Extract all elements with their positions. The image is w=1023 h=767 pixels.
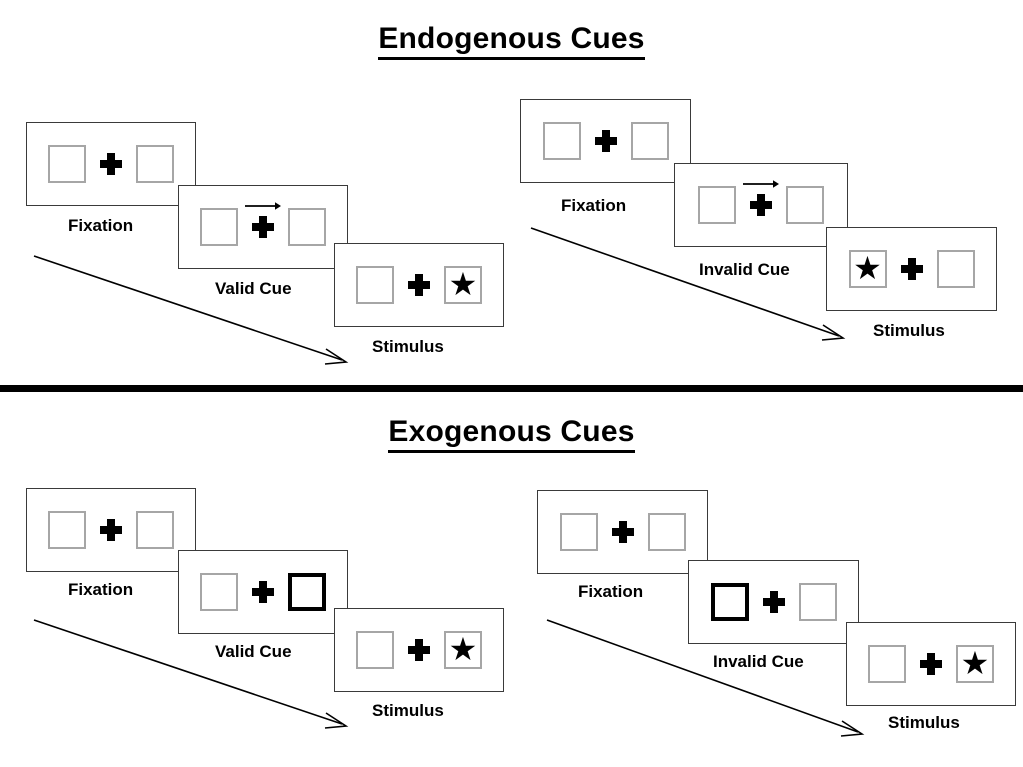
panel-content — [559, 513, 686, 551]
caption-exogenous-valid-fixation: Fixation — [68, 580, 134, 599]
caption-endogenous-valid-stimulus: Stimulus — [372, 337, 444, 356]
left-square[interactable] — [868, 645, 906, 683]
right-square[interactable] — [136, 511, 174, 549]
panel-endogenous-invalid-stimulus[interactable]: ★ — [826, 227, 997, 311]
section-divider — [0, 385, 1023, 392]
panel-endogenous-valid-fixation[interactable] — [26, 122, 196, 206]
arrow-right-icon — [245, 202, 281, 210]
fixation-cross-icon — [252, 581, 274, 603]
panel-endogenous-invalid-fixation[interactable] — [520, 99, 691, 183]
left-square[interactable] — [48, 145, 86, 183]
fixation-cross-icon — [408, 274, 430, 296]
panel-content — [200, 202, 326, 246]
left-square[interactable] — [698, 186, 736, 224]
right-square[interactable] — [288, 208, 326, 246]
caption-exogenous-valid-cue: Valid Cue — [215, 642, 292, 661]
panel-exogenous-invalid-stimulus[interactable]: ★ — [846, 622, 1016, 706]
fixation-cross-icon — [762, 591, 785, 613]
left-square[interactable] — [200, 208, 238, 246]
section-title-exogenous: Exogenous Cues — [0, 415, 1023, 453]
fixation-cross-icon — [920, 653, 942, 675]
section-title-endogenous-text: Endogenous Cues — [378, 22, 645, 60]
panel-content: ★ — [356, 631, 482, 669]
panel-exogenous-valid-cue[interactable] — [178, 550, 348, 634]
panel-exogenous-valid-fixation[interactable] — [26, 488, 196, 572]
sequence-arrow-endogenous-valid — [33, 255, 349, 365]
right-square[interactable] — [647, 513, 686, 551]
panel-content: ★ — [868, 645, 994, 683]
caption-endogenous-valid-cue: Valid Cue — [215, 279, 292, 298]
right-square[interactable] — [786, 186, 824, 224]
fixation-cross-icon — [743, 180, 779, 216]
caption-endogenous-invalid-stimulus: Stimulus — [873, 321, 945, 340]
right-square[interactable] — [136, 145, 174, 183]
panel-content — [200, 573, 326, 611]
right-square-cued[interactable] — [288, 573, 326, 611]
panel-endogenous-invalid-cue[interactable] — [674, 163, 848, 247]
right-square[interactable] — [798, 583, 837, 621]
fixation-cross-icon — [245, 202, 281, 238]
star-icon: ★ — [448, 266, 478, 302]
panel-content: ★ — [356, 266, 482, 304]
panel-content: ★ — [848, 250, 975, 288]
panel-endogenous-valid-stimulus[interactable]: ★ — [334, 243, 504, 327]
panel-endogenous-valid-cue[interactable] — [178, 185, 348, 269]
left-square[interactable] — [559, 513, 598, 551]
fixation-cross-icon — [900, 258, 923, 280]
panel-content — [698, 180, 824, 224]
sequence-arrow-exogenous-valid — [33, 619, 349, 729]
left-square[interactable]: ★ — [848, 250, 887, 288]
star-icon: ★ — [853, 250, 882, 286]
fixation-cross-icon — [408, 639, 430, 661]
left-square[interactable] — [48, 511, 86, 549]
right-square[interactable]: ★ — [444, 631, 482, 669]
sequence-arrow-endogenous-invalid — [530, 227, 846, 341]
left-square[interactable] — [356, 266, 394, 304]
right-square[interactable] — [936, 250, 975, 288]
sequence-arrow-exogenous-invalid — [546, 619, 865, 737]
star-icon: ★ — [960, 645, 990, 681]
caption-endogenous-invalid-fixation: Fixation — [561, 196, 627, 215]
section-title-endogenous: Endogenous Cues — [0, 22, 1023, 60]
panel-content — [48, 511, 174, 549]
panel-exogenous-invalid-cue[interactable] — [688, 560, 859, 644]
right-square[interactable]: ★ — [956, 645, 994, 683]
fixation-cross-icon — [100, 519, 122, 541]
section-title-exogenous-text: Exogenous Cues — [388, 415, 635, 453]
left-square[interactable] — [200, 573, 238, 611]
caption-exogenous-invalid-fixation: Fixation — [578, 582, 644, 601]
left-square-cued[interactable] — [710, 583, 749, 621]
panel-content — [710, 583, 837, 621]
star-icon: ★ — [448, 631, 478, 667]
panel-content — [542, 122, 669, 160]
caption-exogenous-invalid-cue: Invalid Cue — [713, 652, 804, 671]
fixation-cross-icon — [100, 153, 122, 175]
caption-endogenous-invalid-cue: Invalid Cue — [699, 260, 790, 279]
fixation-cross-icon — [594, 130, 617, 152]
right-square[interactable]: ★ — [444, 266, 482, 304]
left-square[interactable] — [356, 631, 394, 669]
caption-exogenous-invalid-stimulus: Stimulus — [888, 713, 960, 732]
panel-exogenous-valid-stimulus[interactable]: ★ — [334, 608, 504, 692]
caption-exogenous-valid-stimulus: Stimulus — [372, 701, 444, 720]
panel-exogenous-invalid-fixation[interactable] — [537, 490, 708, 574]
right-square[interactable] — [630, 122, 669, 160]
left-square[interactable] — [542, 122, 581, 160]
arrow-right-icon — [743, 180, 779, 188]
fixation-cross-icon — [611, 521, 634, 543]
caption-endogenous-valid-fixation: Fixation — [68, 216, 134, 235]
panel-content — [48, 145, 174, 183]
